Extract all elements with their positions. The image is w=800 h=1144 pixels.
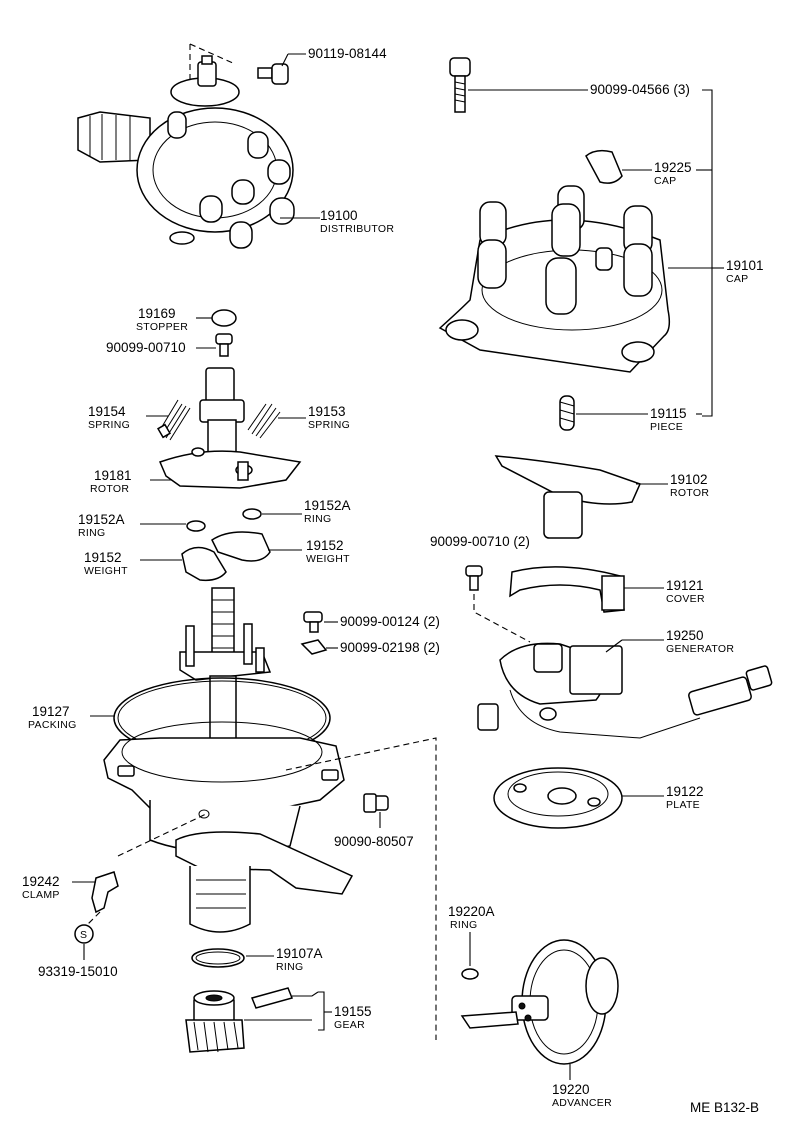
part-number-19220a: 19220A [448,904,495,919]
part-number-19169: 19169 [138,306,176,321]
gear-19155-drawing [185,987,294,1053]
screw-90099-04566-drawing [449,57,471,113]
diagram-code: ME B132-B [690,1100,759,1115]
bolt-90090-80507-drawing [363,793,389,813]
generator-19250-drawing [477,642,773,739]
part-number-19153: 19153 [308,404,346,419]
weight-19152-left-drawing [181,546,227,582]
part-name-stopper: STOPPER [136,321,188,333]
part-number-90099-04566: 90099-04566 (3) [590,82,690,97]
rotor-19181-drawing [158,367,302,489]
washer-90099-02198-drawing [300,639,328,655]
part-name-spring-19153: SPRING [308,419,350,431]
part-number-19121: 19121 [666,578,704,593]
part-number-19127: 19127 [32,704,70,719]
part-name-spring-19154: SPRING [88,419,130,431]
part-name-gear: GEAR [334,1019,365,1031]
rotor-19102-drawing [494,455,642,539]
part-name-distributor: DISTRIBUTOR [320,223,394,235]
part-number-90090-80507: 90090-80507 [334,834,414,849]
part-number-90099-00710-2: 90099-00710 (2) [430,534,530,549]
piece-19115-drawing [559,395,575,431]
clamp-19242-drawing [91,871,119,914]
part-name-rotor-19181: ROTOR [90,483,129,495]
part-number-93319-15010: 93319-15010 [38,964,118,979]
ring-19107a-drawing [191,948,245,968]
part-name-cover: COVER [666,593,705,605]
part-number-19101: 19101 [726,258,764,273]
part-name-cap-19225: CAP [654,175,677,187]
part-number-19152a-left: 19152A [78,512,125,527]
part-number-19107a: 19107A [276,946,323,961]
part-number-19102: 19102 [670,472,708,487]
part-number-19155: 19155 [334,1004,372,1019]
screw-90099-00710-2-drawing [465,565,483,591]
part-number-19220: 19220 [552,1082,590,1097]
part-number-19250: 19250 [666,628,704,643]
s-marker-circle [74,924,94,944]
stopper-19169-drawing [211,309,237,327]
part-name-weight-19152-left: WEIGHT [84,565,128,577]
cover-19121-drawing [509,566,625,613]
part-number-19154: 19154 [88,404,126,419]
part-name-advancer: ADVANCER [552,1097,612,1109]
part-name-rotor-19102: ROTOR [670,487,709,499]
cap-19225-drawing [585,149,623,184]
advancer-19220-drawing [460,939,619,1065]
part-name-ring-19107a: RING [276,961,303,973]
part-number-19152-right: 19152 [306,538,344,553]
part-name-weight-19152-right: WEIGHT [306,553,350,565]
part-number-19100: 19100 [320,208,358,223]
part-name-ring-19152a-right: RING [304,513,331,525]
ring-19220a-drawing [461,968,479,980]
part-number-19115: 19115 [650,406,687,421]
part-number-19152a-right: 19152A [304,498,351,513]
screw-90099-00124-drawing [303,611,323,633]
part-name-generator: GENERATOR [666,643,734,655]
part-number-90099-00124: 90099-00124 (2) [340,614,440,629]
part-number-90119-08144: 90119-08144 [308,46,387,61]
part-number-90099-00710: 90099-00710 [106,340,186,355]
spring-19153-drawing [247,403,281,439]
part-number-19122: 19122 [666,784,704,799]
part-name-plate: PLATE [666,799,700,811]
s-marker-label: S [80,929,87,941]
part-number-90099-02198: 90099-02198 (2) [340,640,440,655]
distributor-assembly-drawing [77,43,295,249]
part-name-packing: PACKING [28,719,77,731]
part-name-ring-19152a-left: RING [78,527,105,539]
ring-19152a-left-drawing [186,520,206,532]
plate-19122-drawing [493,767,623,829]
part-name-piece: PIECE [650,421,683,433]
bolt-90119-drawing [257,63,289,85]
part-number-19242: 19242 [22,874,60,889]
part-number-19152-left: 19152 [84,550,122,565]
distributor-cap-19101-drawing [438,185,671,373]
ring-19152a-right-drawing [242,508,262,520]
part-number-19225: 19225 [654,160,692,175]
screw-90099-00710-drawing [215,333,233,357]
weight-19152-right-drawing [211,531,271,562]
spring-19154-drawing [157,399,191,441]
part-name-cap-19101: CAP [726,273,749,285]
part-name-ring-19220a: RING [450,919,477,931]
part-number-19181: 19181 [94,468,132,483]
distributor-housing-drawing [103,721,354,933]
part-name-clamp: CLAMP [22,889,60,901]
